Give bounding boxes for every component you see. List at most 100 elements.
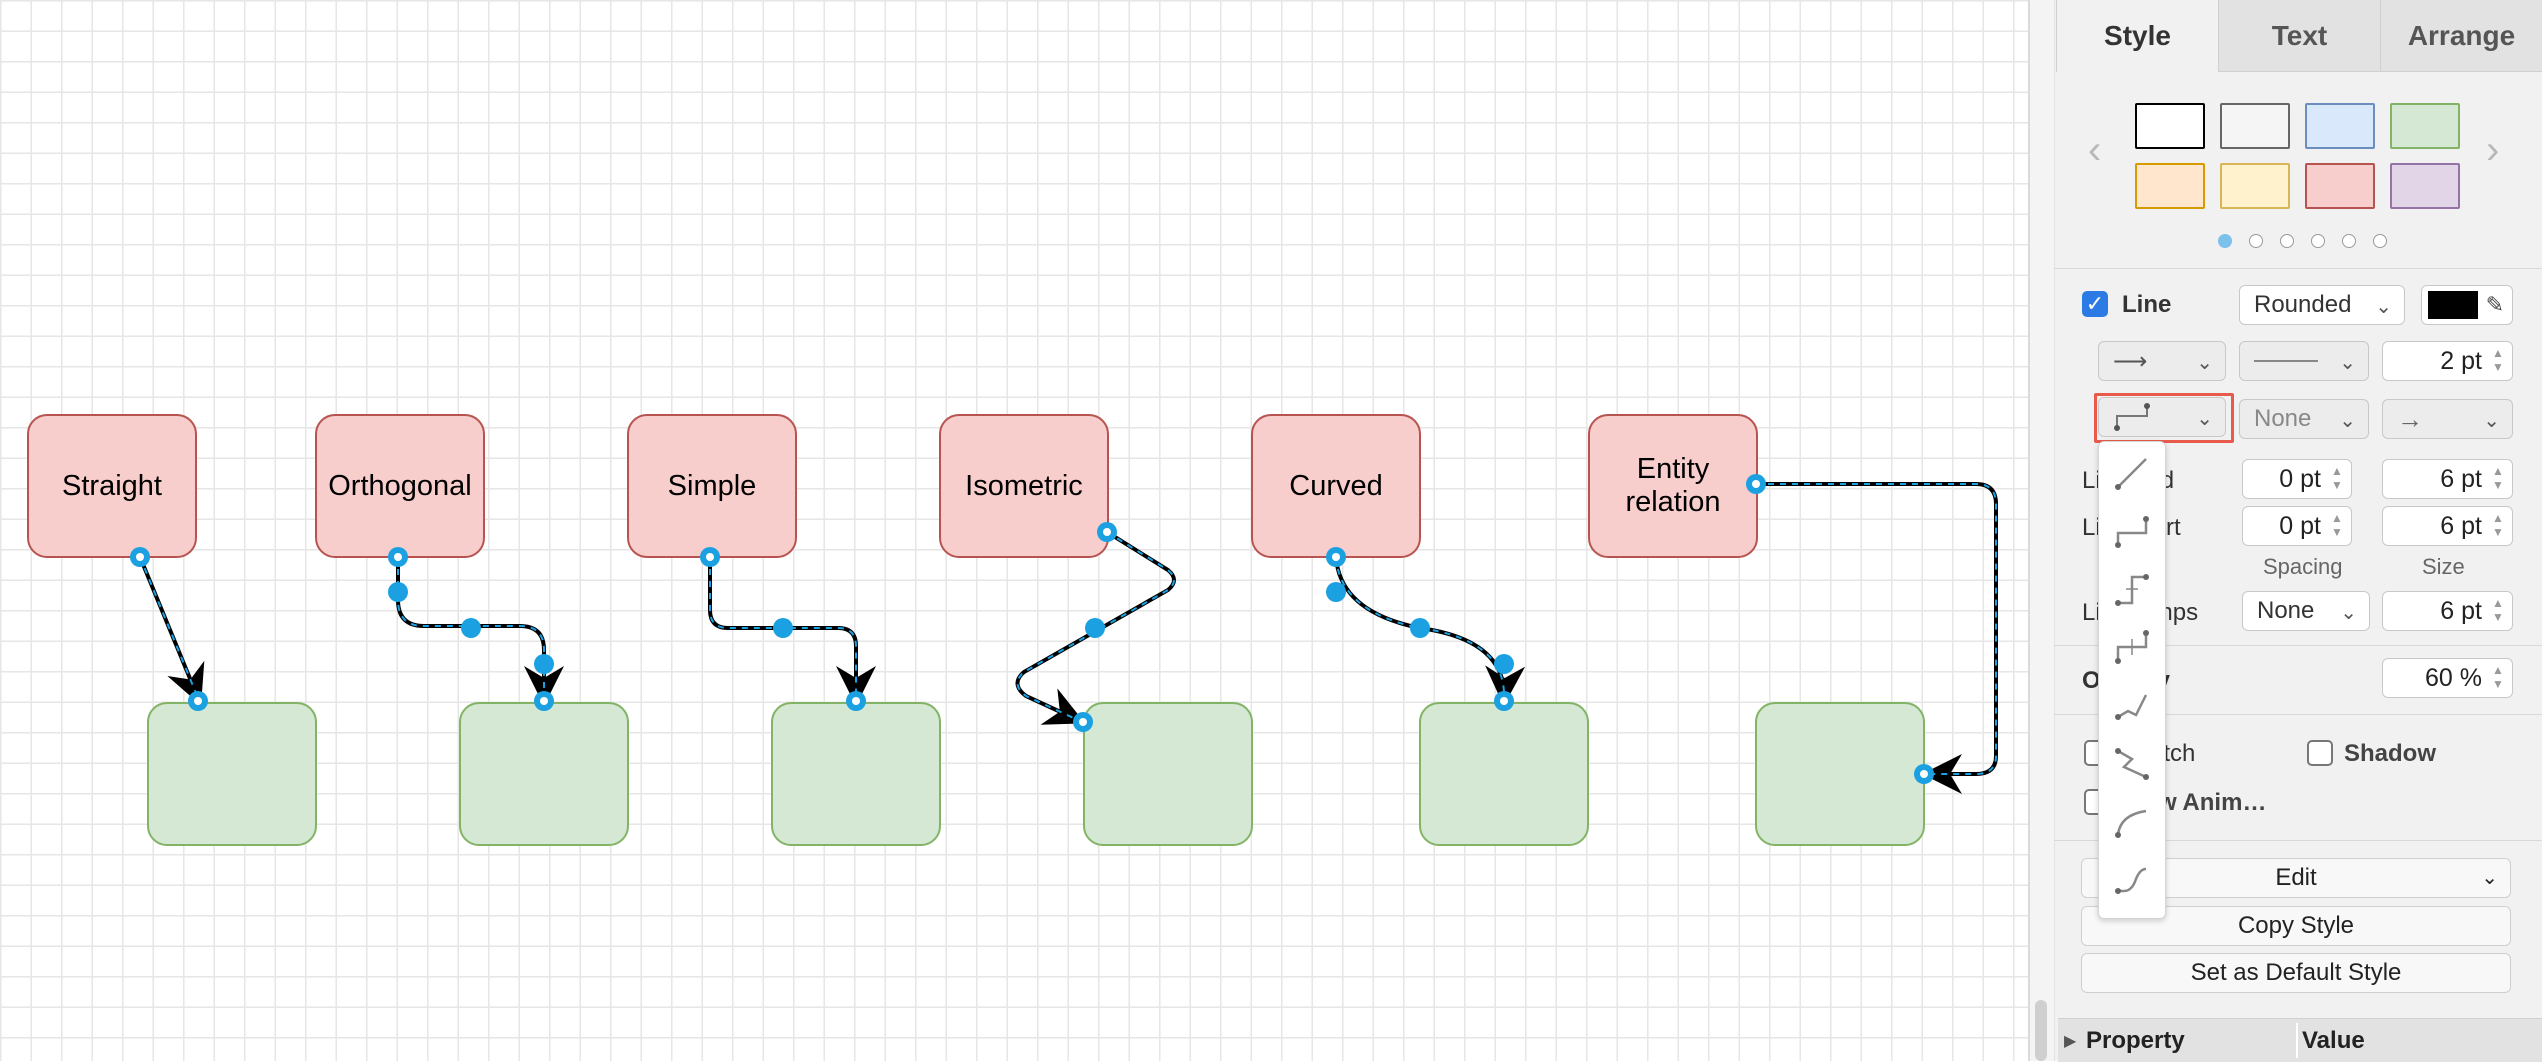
line-style-select[interactable]: Rounded⌄	[2239, 285, 2405, 325]
property-table-header: ▶ Property Value	[2058, 1018, 2542, 1062]
orthogonal-waypoint-icon	[2114, 403, 2150, 431]
waypoint-option-straight[interactable]	[2099, 444, 2165, 502]
stepper-icon[interactable]: ▲▼	[2492, 663, 2504, 691]
line-width-input[interactable]: 2 pt▲▼	[2382, 341, 2513, 381]
style-swatch-4[interactable]	[2390, 103, 2460, 149]
line-checkbox[interactable]: ✓	[2082, 291, 2108, 317]
waypoint-option-curved[interactable]	[2099, 792, 2165, 850]
stepper-icon[interactable]: ▲▼	[2492, 464, 2504, 492]
style-swatch-7[interactable]	[2305, 163, 2375, 209]
edge-orthogonal[interactable]	[396, 557, 564, 706]
chevron-down-icon: ⌄	[2196, 408, 2213, 430]
value-column-header: Value	[2302, 1027, 2365, 1054]
target-node-simple[interactable]	[771, 702, 941, 846]
shadow-checkbox[interactable]	[2307, 740, 2333, 766]
chevron-down-icon: ⌄	[2339, 410, 2356, 432]
edge-isometric[interactable]	[1015, 530, 1176, 725]
style-swatch-8[interactable]	[2390, 163, 2460, 209]
swatch-page-dot-6[interactable]	[2373, 234, 2387, 248]
swatches-next-icon[interactable]: ›	[2486, 128, 2500, 172]
diagram-canvas[interactable]: Straight Orthogonal Simple Isometric Cur…	[0, 0, 2028, 1061]
tab-arrange[interactable]: Arrange	[2380, 0, 2542, 72]
swatch-page-dot-2[interactable]	[2249, 234, 2263, 248]
stepper-icon[interactable]: ▲▼	[2331, 464, 2343, 492]
solid-line-icon	[2254, 360, 2318, 362]
swatch-page-dot-4[interactable]	[2311, 234, 2325, 248]
tab-style[interactable]: Style	[2056, 0, 2218, 72]
waypoint-option-isometric-horizontal[interactable]	[2099, 676, 2165, 734]
horizontal-elbow-icon	[2115, 574, 2149, 606]
stepper-icon[interactable]: ▲▼	[2492, 596, 2504, 624]
chevron-down-icon: ⌄	[2483, 410, 2500, 432]
chevron-down-icon: ⌄	[2340, 602, 2357, 624]
swatches-prev-icon[interactable]: ‹	[2088, 128, 2102, 172]
arrow-right-icon: →	[2397, 403, 2423, 434]
swatch-page-dot-5[interactable]	[2342, 234, 2356, 248]
line-jumps-select[interactable]: None⌄	[2242, 591, 2370, 631]
opacity-input[interactable]: 60 %▲▼	[2382, 658, 2513, 698]
orthogonal-icon	[2115, 516, 2149, 548]
waypoint-option-isometric-vertical[interactable]	[2099, 734, 2165, 792]
target-node-orthogonal[interactable]	[459, 702, 629, 846]
separator	[2054, 714, 2542, 715]
isometric-horizontal-icon	[2115, 694, 2148, 720]
style-swatch-5[interactable]	[2135, 163, 2205, 209]
target-node-entity-relation[interactable]	[1755, 702, 1925, 846]
edge-curved[interactable]	[1334, 556, 1526, 706]
style-swatch-3[interactable]	[2305, 103, 2375, 149]
line-jumps-size-input[interactable]: 6 pt▲▼	[2382, 591, 2513, 631]
scrollbar-thumb[interactable]	[2035, 1000, 2047, 1061]
shadow-label: Shadow	[2344, 740, 2437, 767]
line-start-size-input[interactable]: 6 pt▲▼	[2382, 506, 2513, 546]
node-straight[interactable]: Straight	[27, 414, 197, 558]
line-end-spacing-input[interactable]: 0 pt▲▼	[2242, 459, 2352, 499]
swatch-page-dot-3[interactable]	[2280, 234, 2294, 248]
target-node-isometric[interactable]	[1083, 702, 1253, 846]
waypoint-option-vertical-elbow[interactable]	[2099, 618, 2165, 676]
style-swatch-1[interactable]	[2135, 103, 2205, 149]
expand-triangle-icon[interactable]: ▶	[2064, 1033, 2077, 1050]
separator	[2054, 840, 2542, 841]
line-label: Line	[2122, 291, 2172, 318]
tab-text[interactable]: Text	[2218, 0, 2380, 72]
size-caption: Size	[2422, 554, 2465, 579]
style-swatch-2[interactable]	[2220, 103, 2290, 149]
edge-simple[interactable]	[708, 557, 876, 706]
panel-scrollbar[interactable]	[2030, 0, 2055, 1061]
line-start-spacing-input[interactable]: 0 pt▲▼	[2242, 506, 2352, 546]
waypoints-dropdown-menu	[2098, 441, 2166, 919]
format-tabs: Style Text Arrange	[2056, 0, 2542, 72]
chevron-down-icon: ⌄	[2481, 867, 2498, 889]
node-simple[interactable]: Simple	[627, 414, 797, 558]
node-curved[interactable]: Curved	[1251, 414, 1421, 558]
line-end-size-input[interactable]: 6 pt▲▼	[2382, 459, 2513, 499]
waypoint-option-horizontal-elbow[interactable]	[2099, 560, 2165, 618]
set-default-style-button[interactable]: Set as Default Style	[2081, 953, 2511, 993]
stepper-icon[interactable]: ▲▼	[2492, 346, 2504, 374]
isometric-vertical-icon	[2115, 748, 2149, 780]
line-pattern-select[interactable]: ⌄	[2239, 341, 2369, 381]
waypoints-select[interactable]: ⌄	[2098, 397, 2226, 437]
entity-relation-icon	[2115, 867, 2147, 894]
straight-icon	[2115, 458, 2147, 490]
node-orthogonal[interactable]: Orthogonal	[315, 414, 485, 558]
swatch-page-dot-1[interactable]	[2218, 234, 2232, 248]
waypoint-option-orthogonal[interactable]	[2099, 502, 2165, 560]
target-node-straight[interactable]	[147, 702, 317, 846]
edge-straight[interactable]	[138, 556, 205, 706]
waypoint-option-entity-relation[interactable]	[2099, 850, 2165, 908]
stepper-icon[interactable]: ▲▼	[2331, 511, 2343, 539]
line-end-select[interactable]: →⌄	[2382, 399, 2513, 439]
stepper-icon[interactable]: ▲▼	[2492, 511, 2504, 539]
line-color-picker[interactable]: ✎	[2421, 285, 2513, 325]
separator	[2054, 645, 2542, 646]
target-node-curved[interactable]	[1419, 702, 1589, 846]
line-start-select[interactable]: None⌄	[2239, 399, 2369, 439]
node-isometric[interactable]: Isometric	[939, 414, 1109, 558]
connection-type-select[interactable]: ⟶⌄	[2098, 341, 2226, 381]
chevron-down-icon: ⌄	[2339, 352, 2356, 374]
node-entity-relation[interactable]: Entity relation	[1588, 414, 1758, 558]
curved-icon	[2115, 809, 2147, 838]
eyedropper-icon[interactable]: ✎	[2485, 292, 2504, 317]
style-swatch-6[interactable]	[2220, 163, 2290, 209]
